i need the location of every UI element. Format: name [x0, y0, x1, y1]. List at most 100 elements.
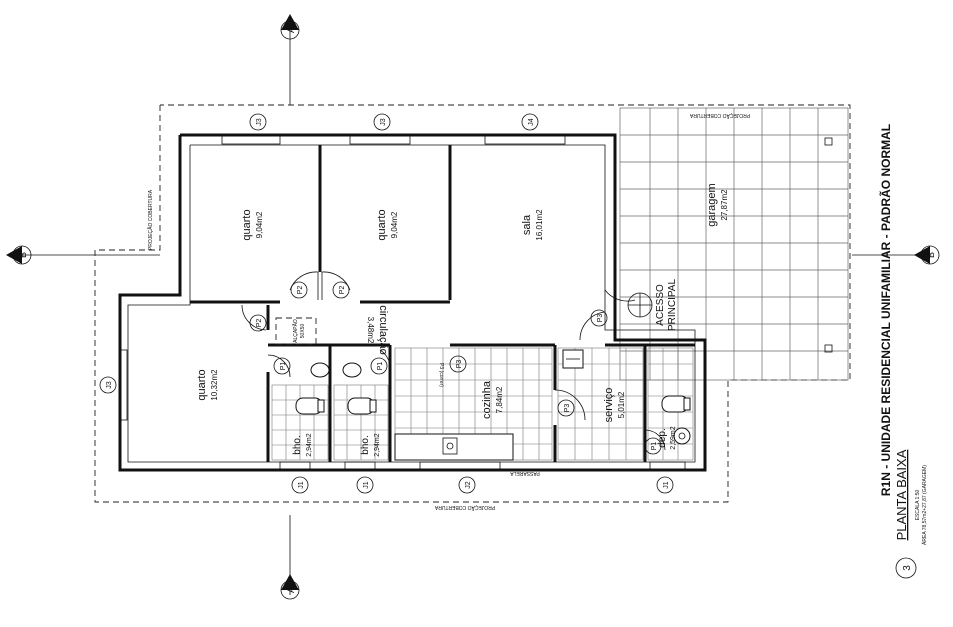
svg-text:J3: J3	[256, 118, 263, 126]
room-label-garagem: garagem 27,87m2	[706, 183, 729, 226]
svg-text:P3: P3	[564, 404, 571, 413]
svg-text:P1: P1	[280, 362, 287, 371]
svg-text:quarto: quarto	[376, 209, 388, 240]
svg-text:ALÇAPÃO: ALÇAPÃO	[292, 319, 299, 343]
door-label-p3-a: P3	[590, 309, 608, 327]
svg-text:3: 3	[902, 565, 913, 571]
window-label-j1-bottom-1: J1	[291, 476, 309, 494]
svg-text:P3: P3	[597, 314, 604, 323]
washbasin-icon	[310, 362, 691, 445]
room-label-quarto-1: quarto 9,04m2	[241, 209, 264, 240]
toilet-icon	[295, 395, 691, 415]
window-label-j3-top-1: J3	[249, 113, 267, 131]
roof-projection-outline	[94, 104, 851, 503]
svg-text:16,01m2: 16,01m2	[535, 209, 544, 241]
svg-text:J1: J1	[298, 481, 305, 489]
svg-text:B: B	[18, 252, 28, 258]
svg-text:J1: J1	[663, 481, 670, 489]
svg-text:J4: J4	[528, 118, 535, 126]
room-label-sala: sala 16,01m2	[521, 209, 544, 241]
svg-text:bho.: bho.	[360, 435, 371, 454]
svg-text:9,04m2: 9,04m2	[390, 211, 399, 238]
svg-text:garagem: garagem	[706, 183, 718, 226]
svg-text:J3: J3	[106, 381, 113, 389]
garage-floor-grid	[619, 107, 849, 381]
note-p3-correr: P3 (correr)	[438, 363, 444, 387]
window-label-j1-bottom-3: J1	[656, 476, 674, 494]
kitchen-counter	[394, 433, 514, 461]
svg-text:3,48m2: 3,48m2	[366, 317, 375, 344]
room-label-circulacao: circulação 3,48m2	[366, 305, 389, 355]
room-label-quarto-3: quarto 10,32m2	[196, 369, 219, 401]
svg-text:10,32m2: 10,32m2	[210, 369, 219, 401]
svg-text:J3: J3	[380, 118, 387, 126]
svg-text:bho.: bho.	[292, 435, 303, 454]
section-marker-a-bottom: A	[280, 574, 300, 600]
note-projecao-left: PROJEÇÃO COBERTURA	[147, 189, 154, 250]
svg-text:dep.: dep.	[657, 428, 668, 447]
note-alcapao: ALÇAPÃO 50X50	[292, 319, 306, 343]
plan-number-badge: 3	[895, 557, 917, 579]
door-label-p2-a: P2	[290, 281, 308, 299]
note-projecao-bottom: PROJEÇÃO COBERTURA	[434, 504, 495, 511]
exterior-walls	[118, 133, 707, 472]
door-label-p3-b: P3	[449, 355, 467, 373]
svg-text:P2: P2	[339, 286, 346, 295]
svg-text:50X50: 50X50	[300, 324, 306, 339]
door-swings	[241, 271, 666, 451]
room-label-quarto-2: quarto 9,04m2	[376, 209, 399, 240]
svg-text:sala: sala	[521, 214, 533, 235]
svg-text:circulação: circulação	[377, 305, 389, 355]
section-marker-a-top: A	[280, 14, 300, 40]
svg-text:P2: P2	[297, 286, 304, 295]
svg-text:quarto: quarto	[241, 209, 253, 240]
svg-text:quarto: quarto	[196, 369, 208, 400]
room-label-bho-1: bho. 2,94m2	[292, 433, 313, 456]
note-projecao-garage: PROJEÇÃO COBERTURA	[689, 112, 750, 119]
svg-text:B: B	[926, 252, 936, 258]
plan-scale: ESCALA 1:50	[915, 489, 921, 520]
window-marks	[120, 135, 686, 470]
svg-text:A: A	[286, 27, 296, 33]
svg-text:2,94m2: 2,94m2	[374, 433, 381, 456]
section-marker-b-left: B	[6, 245, 32, 265]
laundry-sink	[562, 349, 584, 369]
svg-text:5,01m2: 5,01m2	[617, 391, 626, 418]
svg-text:cozinha: cozinha	[481, 380, 493, 419]
svg-text:P2: P2	[256, 319, 263, 328]
svg-text:A: A	[286, 587, 296, 593]
svg-text:ACESSO: ACESSO	[655, 284, 666, 326]
svg-text:PRINCIPAL: PRINCIPAL	[667, 279, 678, 331]
window-label-j1-bottom-2: J1	[356, 476, 374, 494]
room-label-servico: serviço 5,01m2	[603, 388, 626, 423]
door-label-p2-c: P2	[249, 314, 267, 332]
svg-text:P1: P1	[651, 442, 658, 451]
room-label-bho-2: bho. 2,94m2	[360, 433, 381, 456]
door-label-p3-c: P3	[557, 399, 575, 417]
plan-name: PLANTA BAIXA	[894, 449, 909, 540]
attic-hatch	[275, 317, 317, 345]
interior-walls	[190, 145, 695, 462]
window-label-j4-top: J4	[521, 113, 539, 131]
door-label-p1-c: P1	[644, 437, 662, 455]
svg-text:7,84m2: 7,84m2	[495, 386, 504, 413]
window-label-j2-bottom: J2	[458, 476, 476, 494]
room-label-cozinha: cozinha 7,84m2	[481, 380, 504, 419]
section-marker-b-right: B	[914, 245, 940, 265]
svg-text:2,59m2: 2,59m2	[670, 426, 677, 449]
main-entrance-symbol	[627, 292, 653, 318]
svg-text:J1: J1	[363, 481, 370, 489]
svg-text:serviço: serviço	[603, 388, 615, 423]
svg-text:27,87m2: 27,87m2	[720, 189, 729, 221]
door-label-p1-b: P1	[370, 357, 388, 375]
plan-area: ÁREA 78,57m2+27,87 (GARAGEM)	[921, 465, 928, 545]
drawing-title: R1N - UNIDADE RESIDENCIAL UNIFAMILIAR - …	[878, 124, 893, 496]
svg-text:9,04m2: 9,04m2	[255, 211, 264, 238]
svg-text:2,94m2: 2,94m2	[306, 433, 313, 456]
note-passarela: PASSARELA	[510, 470, 540, 476]
svg-text:P3: P3	[456, 360, 463, 369]
svg-text:J2: J2	[465, 481, 472, 489]
svg-text:P1: P1	[377, 362, 384, 371]
window-label-j3-left: J3	[99, 376, 117, 394]
